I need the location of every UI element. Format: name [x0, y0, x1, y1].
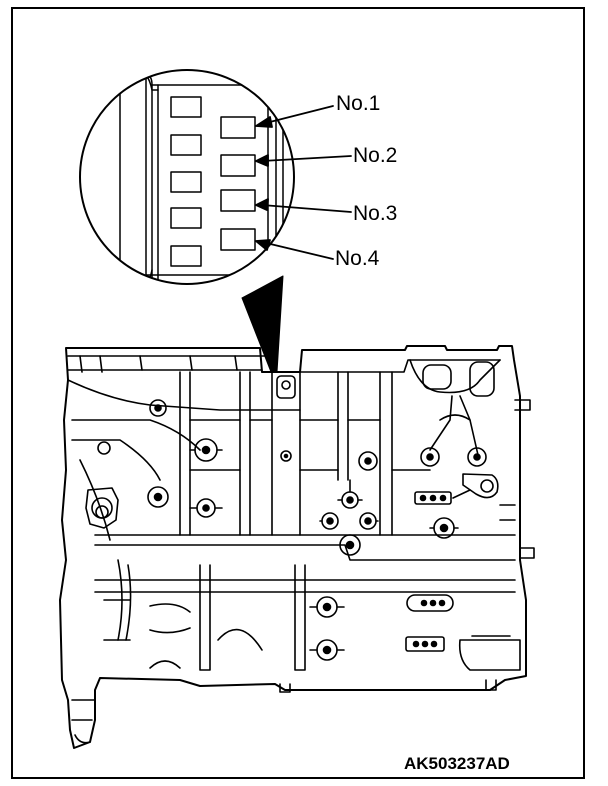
mark-no2 [220, 154, 256, 177]
callout-label-no3: No.3 [353, 202, 398, 225]
mark-no3 [220, 189, 256, 212]
callout-label-no1: No.1 [336, 92, 381, 115]
engine-block-illustration [59, 345, 535, 749]
callout-label-no2: No.2 [353, 144, 398, 167]
leader-arrows [255, 105, 352, 260]
figure-id-code: AK503237AD [404, 754, 510, 773]
mark-no1 [220, 116, 256, 139]
magnified-detail-circle [79, 69, 295, 285]
callout-cone [241, 275, 284, 373]
callout-label-no4: No.4 [335, 247, 380, 270]
mark-no4 [220, 228, 256, 251]
